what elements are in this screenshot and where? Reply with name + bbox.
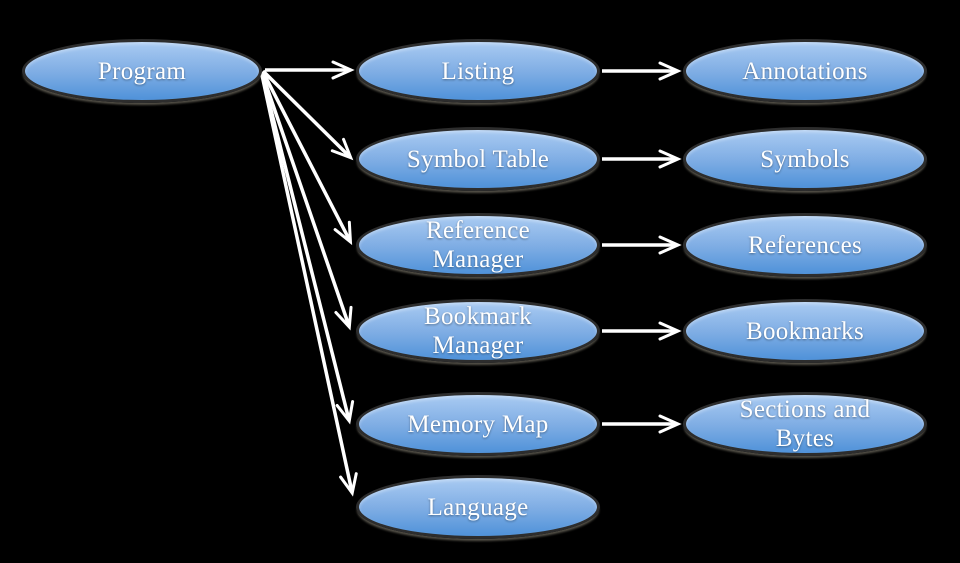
- node-annotations: Annotations: [683, 39, 927, 103]
- node-language-label: Language: [427, 493, 529, 521]
- node-listing: Listing: [356, 39, 600, 103]
- node-bookmark-manager-label: Bookmark Manager: [424, 303, 532, 359]
- node-language: Language: [356, 475, 600, 539]
- node-sections-and-bytes: Sections and Bytes: [683, 392, 927, 456]
- node-listing-label: Listing: [441, 57, 515, 85]
- arrow-program-bookmark-manager: [260, 72, 353, 331]
- arrow-program-reference-manager: [261, 71, 353, 246]
- node-symbol-table: Symbol Table: [356, 127, 600, 191]
- node-sections-and-bytes-label: Sections and Bytes: [739, 396, 871, 452]
- node-memory-map: Memory Map: [356, 392, 600, 456]
- node-bookmarks-label: Bookmarks: [746, 317, 864, 345]
- node-references: References: [683, 213, 927, 277]
- node-symbols: Symbols: [683, 127, 927, 191]
- node-program-label: Program: [97, 57, 187, 85]
- node-annotations-label: Annotations: [742, 57, 868, 85]
- arrow-program-memory-map: [260, 73, 355, 425]
- node-bookmarks: Bookmarks: [683, 299, 927, 363]
- arrow-program-language: [260, 74, 358, 497]
- node-reference-manager: Reference Manager: [356, 213, 600, 277]
- node-references-label: References: [747, 231, 863, 259]
- node-program: Program: [22, 39, 262, 103]
- arrow-program-symbol-table: [261, 69, 354, 161]
- node-bookmark-manager: Bookmark Manager: [356, 299, 600, 363]
- node-memory-map-label: Memory Map: [407, 410, 549, 438]
- node-symbol-table-label: Symbol Table: [406, 145, 550, 173]
- node-reference-manager-label: Reference Manager: [425, 217, 530, 273]
- node-symbols-label: Symbols: [760, 145, 850, 173]
